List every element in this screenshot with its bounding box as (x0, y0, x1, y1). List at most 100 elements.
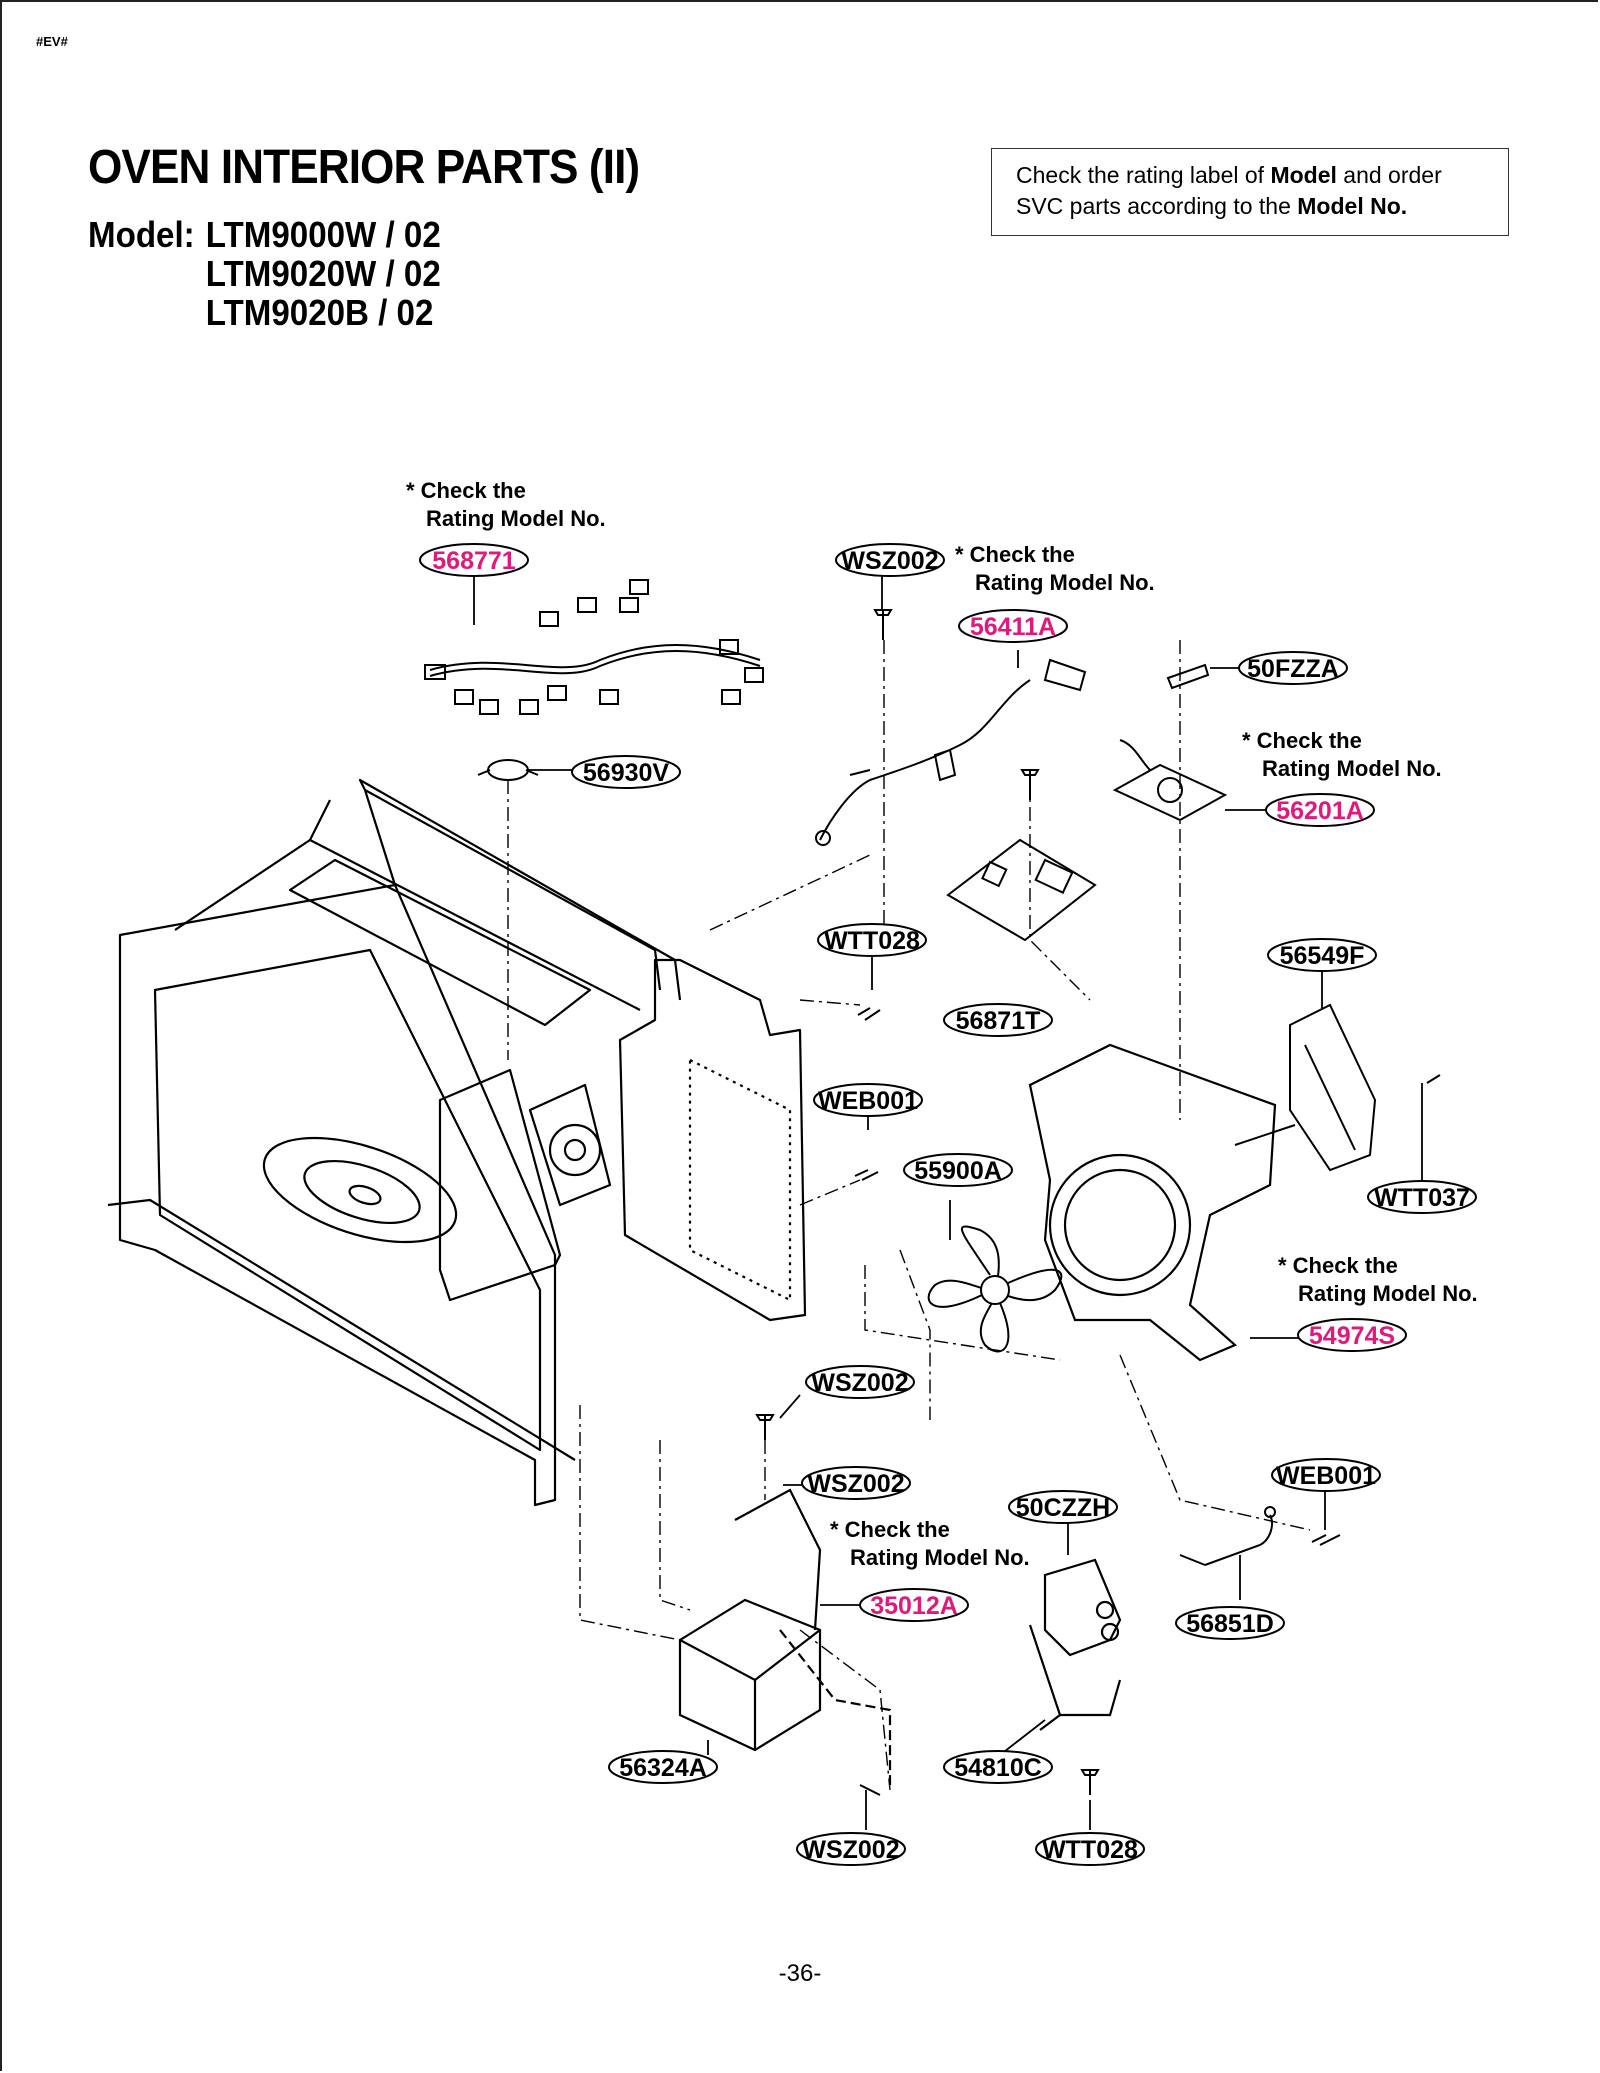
callout-oval (805, 1365, 915, 1399)
part-number-label: 35012A (870, 1592, 958, 1620)
callout-oval (1175, 1606, 1285, 1640)
oven-cavity-drawing (107, 778, 807, 1507)
callout-oval (1265, 793, 1375, 827)
part-number-label: 56930V (583, 759, 670, 787)
part-number-label: 56871T (956, 1007, 1041, 1035)
part-number-label: WSZ002 (811, 1369, 908, 1397)
callout-oval (796, 1832, 906, 1866)
part-callout-56201a: 56201A (1265, 793, 1375, 827)
rating-note-line: * Check the (955, 542, 1075, 567)
part-number-label: 56411A (970, 613, 1056, 641)
callout-oval (1238, 651, 1348, 685)
model-label: Model: (88, 214, 195, 255)
page-number: -36- (778, 1960, 822, 1987)
part-callout-55900a: 55900A (903, 1153, 1013, 1187)
part-callout-54810c: 54810C (943, 1750, 1053, 1784)
part-callout-wtt037: WTT037 (1367, 1180, 1477, 1214)
part-callout-wsz002: WSZ002 (801, 1466, 911, 1500)
part-number-label: WSZ002 (802, 1836, 899, 1864)
air-guide-drawing (1028, 1043, 1277, 1362)
fan-blade-drawing (927, 1225, 1063, 1353)
rating-label-note: Check the rating label of Model and orde… (991, 148, 1509, 236)
magnetron-drawing (678, 1488, 892, 1790)
rating-note-line: * Check the (1242, 728, 1362, 753)
fuse-drawing (1166, 663, 1210, 690)
part-callout-wsz002: WSZ002 (805, 1365, 915, 1399)
rating-note-line: Rating Model No. (1298, 1281, 1478, 1306)
callout-oval (1297, 1318, 1407, 1352)
model-item: LTM9020W / 02 (205, 253, 441, 294)
model-item: LTM9020B / 02 (205, 292, 434, 333)
callout-oval (801, 1466, 911, 1500)
rating-note-line: Rating Model No. (426, 506, 606, 531)
part-number-label: 568771 (432, 547, 516, 575)
callout-oval (419, 543, 529, 577)
part-callout-wsz002: WSZ002 (835, 543, 945, 577)
callout-oval (1035, 1832, 1145, 1866)
callout-oval (1271, 1458, 1381, 1492)
power-cord-drawing (815, 658, 1087, 846)
part-callout-56324a: 56324A (608, 1750, 718, 1784)
callout-oval (1008, 1490, 1118, 1524)
part-number-label: 56549F (1280, 942, 1365, 970)
part-callout-56411a: 56411A (958, 609, 1068, 643)
part-number-label: WTT037 (1374, 1184, 1470, 1212)
part-callout-56549f: 56549F (1267, 938, 1377, 972)
part-number-label: WTT028 (1042, 1836, 1138, 1864)
rating-note-line: Rating Model No. (975, 570, 1155, 595)
noise-filter-pcb-drawing (1112, 739, 1228, 822)
part-number-label: WEB001 (1276, 1462, 1376, 1490)
capacitor-drawing (1028, 1558, 1122, 1731)
screw-drawings (755, 609, 1441, 1796)
rating-notes: * Check the Rating Model No. * Check the… (406, 478, 1478, 1570)
part-number-label: 56324A (619, 1754, 707, 1782)
page-title: OVEN INTERIOR PARTS (II) (88, 141, 640, 194)
callout-oval (943, 1003, 1053, 1037)
callout-oval (813, 1083, 923, 1117)
part-callout-35012a: 35012A (859, 1588, 969, 1622)
callout-oval (835, 543, 945, 577)
callout-oval (903, 1153, 1013, 1187)
fan-motor-drawing (1234, 1003, 1377, 1172)
part-number-label: WTT028 (824, 927, 920, 955)
part-number-label: 56851D (1186, 1610, 1274, 1638)
rating-note-line: * Check the (1278, 1253, 1398, 1278)
main-pcb-drawing (946, 838, 1097, 942)
part-number-label: WEB001 (818, 1087, 918, 1115)
callout-oval (608, 1750, 718, 1784)
part-callout-web001: WEB001 (1271, 1458, 1381, 1492)
part-callout-568771: 568771 (419, 543, 529, 577)
model-item: LTM9000W / 02 (205, 214, 441, 255)
part-number-label: 55900A (914, 1157, 1002, 1185)
leader-lines (507, 640, 1311, 1791)
part-callout-56871t: 56871T (943, 1003, 1053, 1037)
note-text: SVC parts according to the (1016, 193, 1298, 219)
note-text: and order (1336, 162, 1442, 188)
part-number-label: 54810C (954, 1754, 1042, 1782)
document-code: #EV# (36, 34, 68, 49)
model-list: Model:LTM9000W / 02 LTM9020W / 02 LTM902… (88, 215, 441, 332)
part-callout-50czzh: 50CZZH (1008, 1490, 1118, 1524)
part-number-label: 54974S (1309, 1322, 1395, 1350)
part-number-label: 56201A (1276, 797, 1364, 825)
callout-oval (817, 923, 927, 957)
callout-oval (1267, 938, 1377, 972)
wire-harness-drawing (424, 579, 764, 715)
callout-oval (1367, 1180, 1477, 1214)
part-number-label: 50FZZA (1247, 655, 1339, 683)
callout-oval (943, 1750, 1053, 1784)
part-callout-56851d: 56851D (1175, 1606, 1285, 1640)
rating-note-line: * Check the (406, 478, 526, 503)
rating-note-line: Rating Model No. (1262, 756, 1442, 781)
part-callout-wtt028: WTT028 (1035, 1832, 1145, 1866)
part-callout-54974s: 54974S (1297, 1318, 1407, 1352)
callout-oval (958, 609, 1068, 643)
note-emphasis: Model (1270, 162, 1337, 188)
note-emphasis: Model No. (1297, 193, 1408, 219)
callout-oval (571, 755, 681, 789)
part-callout-50fzza: 50FZZA (1238, 651, 1348, 685)
part-number-label: 50CZZH (1016, 1494, 1110, 1522)
rating-note-line: * Check the (830, 1517, 950, 1542)
part-callout-wsz002: WSZ002 (796, 1832, 906, 1866)
